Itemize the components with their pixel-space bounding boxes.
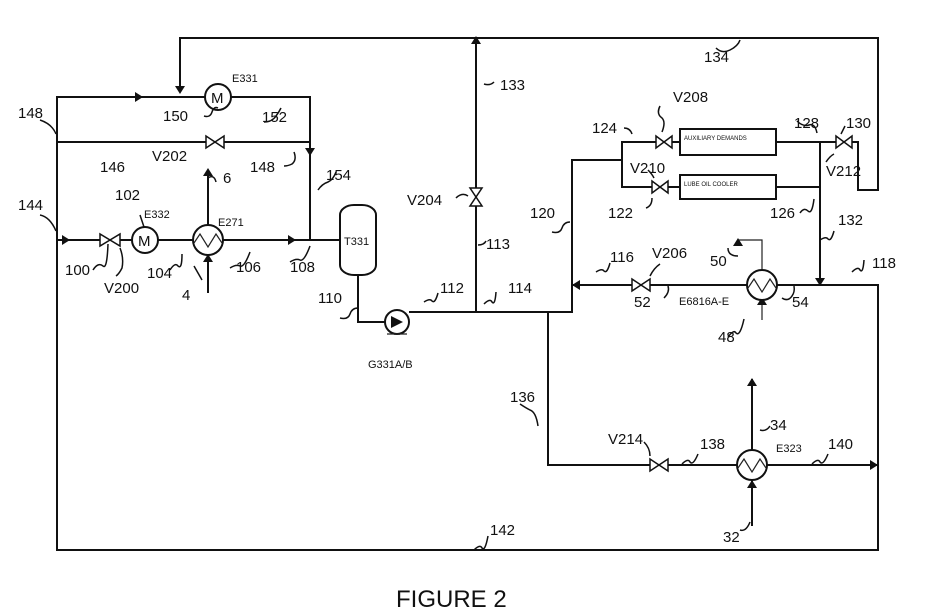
stream-154: 154 xyxy=(326,167,351,184)
valve-v202[interactable] xyxy=(206,136,224,148)
stream-128: 128 xyxy=(794,115,819,132)
stream-112: 112 xyxy=(440,280,464,297)
svg-text:M: M xyxy=(138,233,151,250)
figure-caption: FIGURE 2 xyxy=(396,586,507,613)
line-110 xyxy=(358,275,385,322)
stream-146: 146 xyxy=(100,159,125,176)
stream-106: 106 xyxy=(236,259,261,276)
stream-133: 133 xyxy=(500,77,525,94)
stream-144: 144 xyxy=(18,197,43,214)
stream-54: 54 xyxy=(792,294,809,311)
stream-118: 118 xyxy=(872,255,896,272)
tag-v212: V212 xyxy=(826,163,861,180)
stream-100: 100 xyxy=(65,262,90,279)
stream-140: 140 xyxy=(828,436,853,453)
stream-108: 108 xyxy=(290,259,315,276)
stream-4: 4 xyxy=(182,287,190,304)
pump-g331[interactable] xyxy=(385,310,409,334)
stream-102: 102 xyxy=(115,187,140,204)
tag-t331: T331 xyxy=(344,236,369,248)
tag-v208: V208 xyxy=(673,89,708,106)
valve-v208[interactable] xyxy=(656,136,672,148)
arrow-50 xyxy=(733,238,743,246)
tag-g331: G331A/B xyxy=(368,359,413,371)
stream-34: 34 xyxy=(770,417,787,434)
valve-v206[interactable] xyxy=(632,279,650,291)
tag-v204: V204 xyxy=(407,192,442,209)
stream-52: 52 xyxy=(634,294,651,311)
tag-v210: V210 xyxy=(630,160,665,177)
stream-142: 142 xyxy=(490,522,515,539)
stream-48: 48 xyxy=(718,329,735,346)
stream-120: 120 xyxy=(530,205,555,222)
stream-150: 150 xyxy=(163,108,188,125)
arrow-6 xyxy=(203,168,213,176)
stream-122: 122 xyxy=(608,205,633,222)
tag-e323: E323 xyxy=(776,443,802,455)
stream-104: 104 xyxy=(147,265,172,282)
lube-oil-cooler-label: LUBE OIL COOLER xyxy=(684,182,738,188)
stream-6: 6 xyxy=(223,170,231,187)
stream-136: 136 xyxy=(510,389,535,406)
arrow-144 xyxy=(62,235,70,245)
stream-148-left: 148 xyxy=(18,105,43,122)
heat-exchanger-e6816[interactable] xyxy=(747,270,777,300)
arrow-150 xyxy=(135,92,143,102)
arrow-116 xyxy=(572,280,580,290)
valve-v204[interactable] xyxy=(470,188,482,206)
line-126 xyxy=(776,142,820,187)
stream-116: 116 xyxy=(610,249,634,266)
heat-exchanger-e271[interactable] xyxy=(193,225,223,255)
valve-v214[interactable] xyxy=(650,459,668,471)
tag-e331: E331 xyxy=(232,73,258,85)
tag-e332: E332 xyxy=(144,209,170,221)
tag-v202: V202 xyxy=(152,148,187,165)
stream-32: 32 xyxy=(723,529,740,546)
stream-148-right: 148 xyxy=(250,159,275,176)
tag-e271: E271 xyxy=(218,217,244,229)
auxiliary-demands-label: AUXILIARY DEMANDS xyxy=(684,136,747,142)
stream-113: 113 xyxy=(486,236,510,253)
stream-110: 110 xyxy=(318,290,342,307)
valve-v212[interactable] xyxy=(836,136,852,148)
motor-e331[interactable]: M xyxy=(205,84,231,110)
stream-114: 114 xyxy=(508,280,532,297)
motor-e332[interactable]: M xyxy=(132,227,158,253)
tag-v214: V214 xyxy=(608,431,643,448)
arrow-feed xyxy=(288,235,296,245)
auxiliary-demands-box[interactable] xyxy=(680,129,776,155)
tag-v200: V200 xyxy=(104,280,139,297)
stream-152: 152 xyxy=(262,109,287,126)
stream-50: 50 xyxy=(710,253,727,270)
stream-138: 138 xyxy=(700,436,725,453)
valve-v200[interactable] xyxy=(100,234,120,246)
stream-124: 124 xyxy=(592,120,617,137)
stream-134: 134 xyxy=(704,49,729,66)
svg-text:M: M xyxy=(211,90,224,107)
arrow-32 xyxy=(747,480,757,488)
arrow-34 xyxy=(747,378,757,386)
valve-v210[interactable] xyxy=(652,181,668,193)
stream-130: 130 xyxy=(846,115,871,132)
stream-132: 132 xyxy=(838,212,863,229)
tag-e6816: E6816A-E xyxy=(679,296,729,308)
arrow-154 xyxy=(305,148,315,156)
arrow-140 xyxy=(870,460,878,470)
heat-exchanger-e323[interactable] xyxy=(737,450,767,480)
flow-arrows xyxy=(62,36,878,488)
stream-126: 126 xyxy=(770,205,795,222)
tag-v206: V206 xyxy=(652,245,687,262)
arrow-134 xyxy=(175,86,185,94)
